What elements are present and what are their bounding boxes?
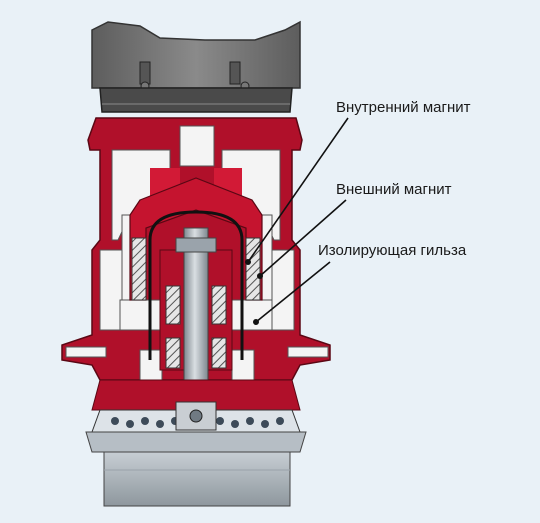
inner-magnet-right-upper	[211, 285, 227, 325]
outer-magnet-right	[245, 237, 261, 301]
motor-housing	[91, 20, 301, 113]
label-outer-magnet: Внешний магнит	[336, 181, 452, 198]
outer-magnet-left	[131, 237, 147, 301]
leader-isolating-sleeve	[255, 261, 331, 323]
leader-inner-magnet	[247, 117, 349, 263]
leader-outer-magnet	[259, 199, 347, 277]
inner-magnet-left-upper	[165, 285, 181, 325]
isolating-sleeve	[148, 210, 244, 360]
outer-magnet-rotor	[129, 177, 263, 301]
leader-lines	[247, 117, 349, 323]
label-isolating-sleeve: Изолирующая гильза	[318, 242, 467, 259]
impeller	[91, 379, 301, 433]
inner-magnet-right-lower	[211, 337, 227, 369]
inner-magnet-left-lower	[165, 337, 181, 369]
label-inner-magnet: Внутренний магнит	[336, 99, 471, 116]
pump-base	[85, 431, 307, 507]
